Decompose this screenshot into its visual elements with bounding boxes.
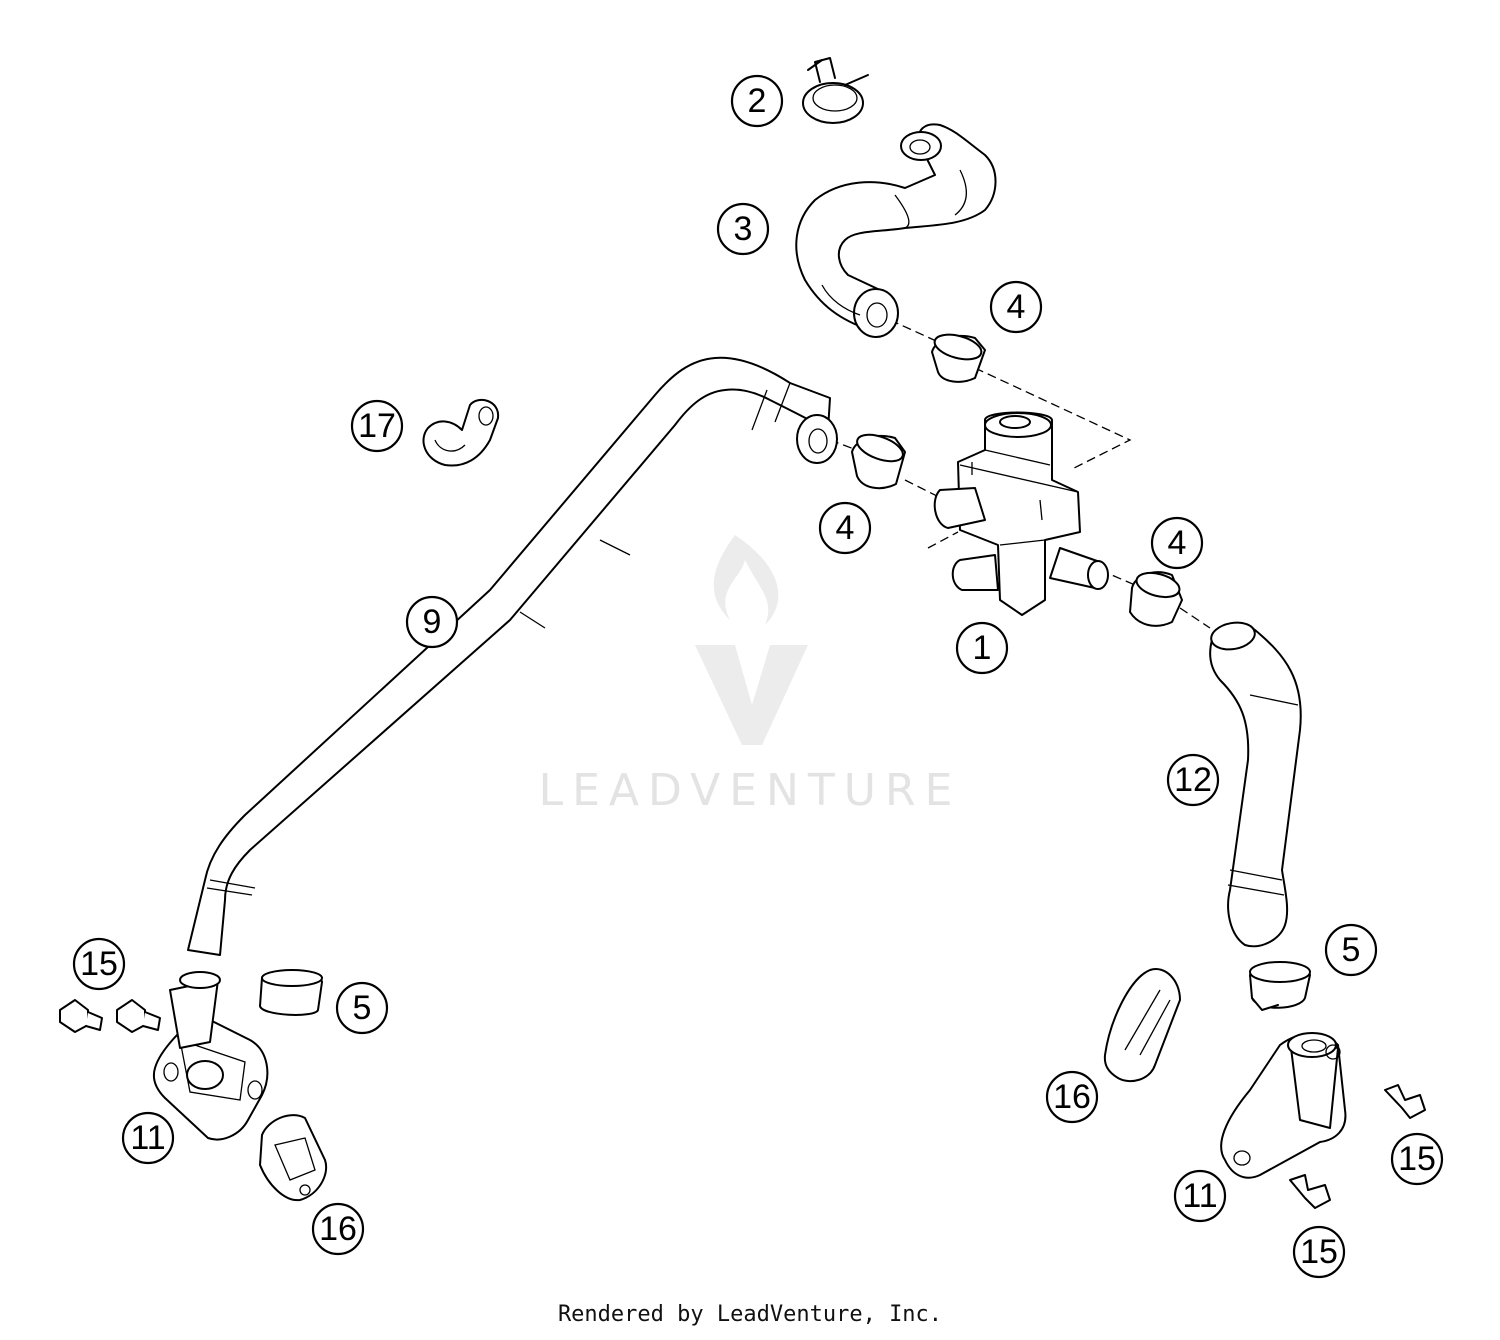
part-p-clip-17 bbox=[422, 398, 500, 467]
callout-17: 17 bbox=[350, 399, 404, 453]
part-cover-11-left bbox=[152, 971, 269, 1141]
part-hose-3 bbox=[795, 123, 997, 338]
callout-11-left: 11 bbox=[121, 1111, 175, 1165]
svg-text:9: 9 bbox=[423, 603, 442, 641]
svg-text:15: 15 bbox=[80, 945, 118, 983]
callout-5-left: 5 bbox=[335, 981, 389, 1035]
callout-4-upper: 4 bbox=[989, 280, 1043, 334]
part-valve-1 bbox=[933, 411, 1109, 616]
svg-text:16: 16 bbox=[319, 1210, 357, 1248]
callout-3: 3 bbox=[716, 202, 770, 256]
svg-text:5: 5 bbox=[1342, 931, 1361, 969]
part-band-5-right bbox=[1249, 961, 1311, 1011]
svg-text:2: 2 bbox=[748, 82, 767, 120]
part-cover-11-right bbox=[1220, 1032, 1347, 1179]
part-hose-12 bbox=[1209, 621, 1302, 948]
part-hose-9 bbox=[187, 356, 838, 956]
callout-16-left: 16 bbox=[311, 1202, 365, 1256]
part-reed-16-right bbox=[1103, 968, 1181, 1083]
svg-text:15: 15 bbox=[1398, 1140, 1436, 1178]
callout-5-right: 5 bbox=[1324, 923, 1378, 977]
svg-text:12: 12 bbox=[1174, 761, 1212, 799]
callout-9: 9 bbox=[405, 595, 459, 649]
callout-1: 1 bbox=[955, 621, 1009, 675]
svg-text:4: 4 bbox=[1168, 524, 1187, 562]
watermark: LEADVENTURE bbox=[539, 535, 962, 816]
svg-text:17: 17 bbox=[358, 407, 396, 445]
svg-text:3: 3 bbox=[734, 210, 753, 248]
part-spring-clamp-2 bbox=[802, 57, 869, 124]
callout-2: 2 bbox=[730, 74, 784, 128]
svg-text:11: 11 bbox=[1182, 1177, 1217, 1215]
callout-12: 12 bbox=[1166, 753, 1220, 807]
watermark-v-icon bbox=[695, 645, 808, 745]
callout-4-right: 4 bbox=[1150, 516, 1204, 570]
part-band-5-left bbox=[259, 969, 323, 1016]
part-bolt-15-c bbox=[1384, 1084, 1426, 1119]
svg-text:11: 11 bbox=[130, 1119, 165, 1157]
callout-11-right: 11 bbox=[1173, 1169, 1227, 1223]
svg-text:4: 4 bbox=[1007, 288, 1026, 326]
part-bolt-15-b bbox=[116, 999, 161, 1033]
svg-text:1: 1 bbox=[973, 629, 992, 667]
callout-15-top-left: 15 bbox=[72, 937, 126, 991]
callout-4-left: 4 bbox=[818, 501, 872, 555]
footer-credit: Rendered by LeadVenture, Inc. bbox=[557, 1302, 943, 1327]
watermark-text: LEADVENTURE bbox=[539, 765, 962, 816]
part-clamp-4-right bbox=[1129, 571, 1183, 627]
callout-15-right: 15 bbox=[1390, 1132, 1444, 1186]
part-bolt-15-a bbox=[59, 999, 103, 1033]
part-bolt-15-d bbox=[1289, 1174, 1331, 1209]
part-reed-16-left bbox=[259, 1114, 328, 1202]
svg-text:16: 16 bbox=[1053, 1078, 1091, 1116]
callout-15-bottom: 15 bbox=[1292, 1225, 1346, 1279]
part-clamp-4-upper bbox=[931, 333, 986, 383]
callout-16-right: 16 bbox=[1045, 1070, 1099, 1124]
svg-text:5: 5 bbox=[353, 989, 372, 1027]
part-clamp-4-left bbox=[851, 433, 906, 490]
svg-text:15: 15 bbox=[1300, 1233, 1338, 1271]
svg-text:4: 4 bbox=[836, 509, 855, 547]
watermark-flame-icon bbox=[713, 535, 779, 625]
